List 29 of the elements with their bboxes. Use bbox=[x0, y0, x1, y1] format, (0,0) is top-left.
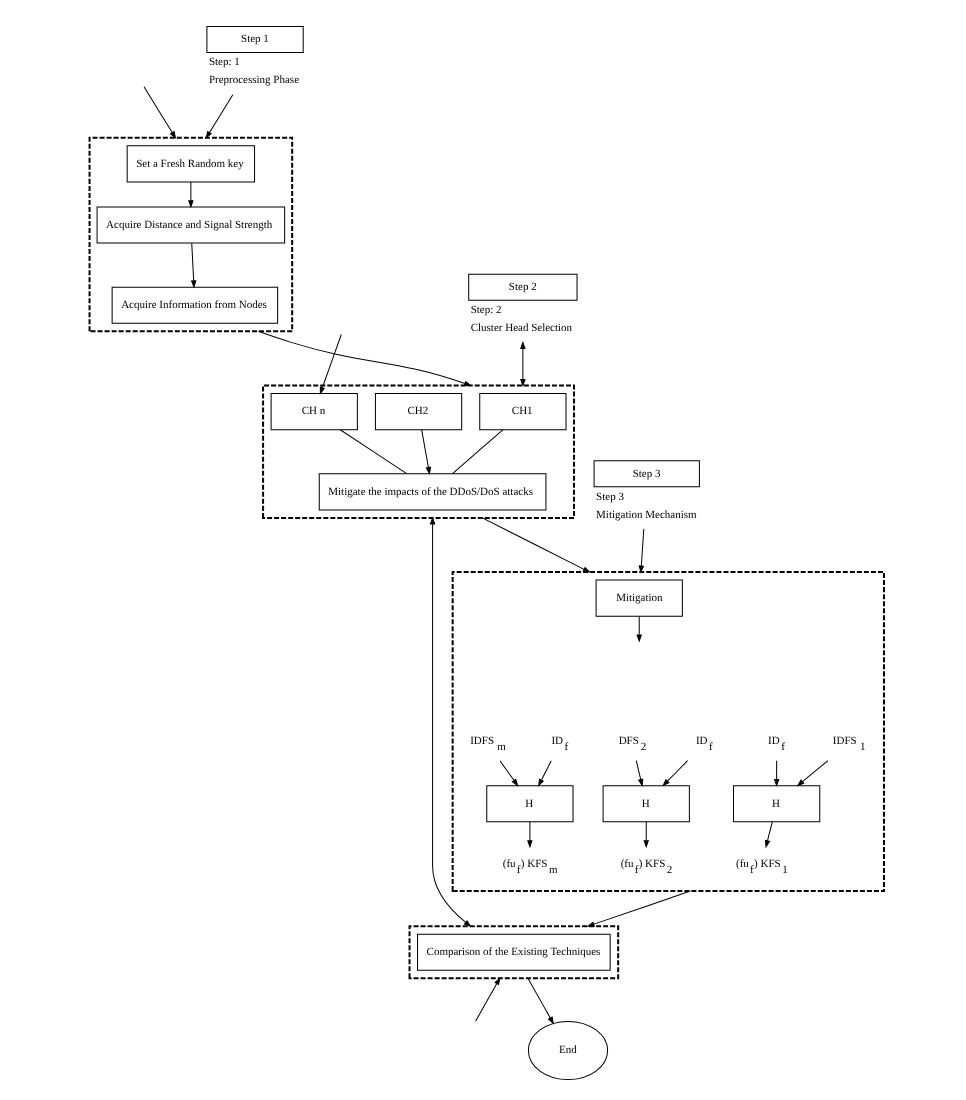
arrow bbox=[498, 760, 518, 786]
arrow bbox=[773, 760, 779, 786]
cluster bbox=[450, 571, 884, 893]
arrow bbox=[474, 977, 500, 1022]
arrow bbox=[763, 821, 772, 848]
arrow bbox=[634, 760, 643, 786]
arrow bbox=[190, 242, 196, 288]
arrow bbox=[429, 517, 470, 927]
arrow bbox=[526, 821, 532, 848]
connector bbox=[338, 429, 407, 475]
cluster bbox=[87, 136, 293, 333]
arrow bbox=[586, 890, 690, 927]
arrow bbox=[480, 517, 590, 573]
arrow bbox=[256, 330, 471, 386]
arrow bbox=[661, 760, 688, 786]
arrow bbox=[796, 760, 828, 786]
connector bbox=[451, 429, 503, 474]
arrow bbox=[204, 94, 233, 139]
arrow bbox=[642, 821, 648, 848]
arrow bbox=[420, 429, 430, 474]
arrow bbox=[142, 86, 175, 139]
cluster bbox=[407, 925, 619, 980]
arrow bbox=[637, 528, 644, 573]
arrow bbox=[635, 616, 641, 642]
arrow bbox=[187, 181, 193, 208]
arrow bbox=[526, 977, 553, 1024]
arrow bbox=[519, 341, 525, 386]
arrow bbox=[537, 760, 551, 786]
arrow bbox=[318, 334, 341, 394]
